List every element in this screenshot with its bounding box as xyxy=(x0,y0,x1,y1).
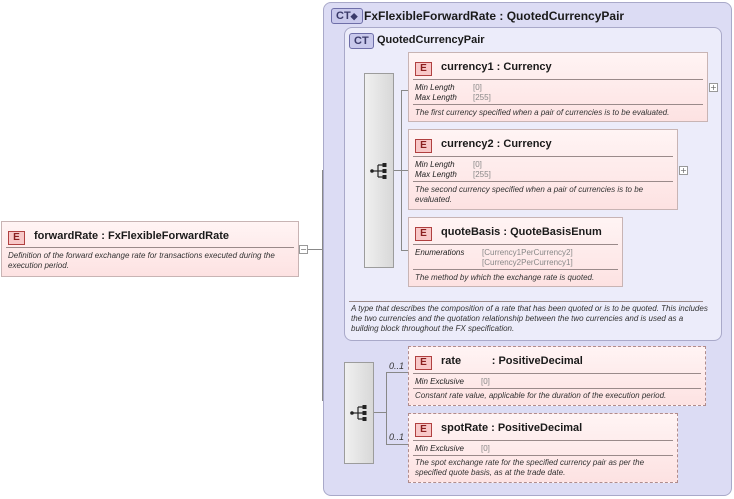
root-element-type: FxFlexibleForwardRate xyxy=(107,230,230,242)
connector-line xyxy=(401,250,408,251)
property-label: Enumerations xyxy=(415,248,465,257)
property-value: [255] xyxy=(473,93,491,102)
property-value: [0] xyxy=(481,377,490,386)
property-label: Min Length xyxy=(415,160,455,169)
property-value: [Currency1PerCurrency2] xyxy=(482,248,573,257)
root-element-doc: Definition of the forward exchange rate … xyxy=(8,251,275,270)
divider xyxy=(413,156,673,157)
element-currency1[interactable]: E currency1 : Currency Min Length [0] Ma… xyxy=(408,52,708,122)
property-label: Max Length xyxy=(415,170,457,179)
connector-line xyxy=(386,372,408,373)
divider xyxy=(413,373,701,374)
property-value: [0] xyxy=(481,444,490,453)
element-title: rate : PositiveDecimal xyxy=(441,355,583,367)
cardinality-label: 0..1 xyxy=(389,432,405,442)
element-rate[interactable]: E rate : PositiveDecimal Min Exclusive [… xyxy=(408,346,706,406)
collapse-toggle[interactable]: − xyxy=(299,245,308,254)
element-title: currency2 : Currency xyxy=(441,138,552,150)
divider xyxy=(413,104,703,105)
property-label: Max Length xyxy=(415,93,457,102)
connector-line xyxy=(374,412,386,413)
complex-type-badge: CT xyxy=(349,33,374,49)
element-title: quoteBasis : QuoteBasisEnum xyxy=(441,226,602,238)
connector-line xyxy=(401,90,408,91)
property-value: [Currency2PerCurrency1] xyxy=(482,258,573,267)
element-badge: E xyxy=(415,62,432,76)
root-element-forwardRate[interactable]: E forwardRate : FxFlexibleForwardRate De… xyxy=(1,221,299,277)
property-label: Min Exclusive xyxy=(415,377,464,386)
property-label: Min Length xyxy=(415,83,455,92)
property-value: [0] xyxy=(473,160,482,169)
element-currency2[interactable]: E currency2 : Currency Min Length [0] Ma… xyxy=(408,129,678,210)
complex-type-badge: CT◆ xyxy=(331,8,363,24)
element-spotRate[interactable]: E spotRate : PositiveDecimal Min Exclusi… xyxy=(408,413,678,483)
element-doc: The method by which the exchange rate is… xyxy=(415,273,595,282)
root-element-name: forwardRate xyxy=(34,230,99,242)
root-element-title: forwardRate : FxFlexibleForwardRate xyxy=(34,230,230,242)
divider xyxy=(413,79,703,80)
element-doc: Constant rate value, applicable for the … xyxy=(415,391,667,400)
sequence-compositor-icon xyxy=(370,163,387,179)
divider xyxy=(413,269,618,270)
expand-toggle[interactable]: + xyxy=(709,83,718,92)
element-badge: E xyxy=(415,227,432,241)
divider xyxy=(413,455,673,456)
element-doc: The second currency specified when a pai… xyxy=(415,185,644,204)
expand-toggle[interactable]: + xyxy=(679,166,688,175)
connector-line xyxy=(386,372,387,444)
sequence-compositor[interactable] xyxy=(344,362,374,464)
sequence-compositor-icon xyxy=(350,405,367,421)
property-value: [255] xyxy=(473,170,491,179)
property-value: [0] xyxy=(473,83,482,92)
connector-line xyxy=(322,170,323,400)
element-badge: E xyxy=(415,356,432,370)
complex-type-title: QuotedCurrencyPair xyxy=(377,34,485,46)
divider xyxy=(413,388,701,389)
divider xyxy=(413,440,673,441)
cardinality-label: 0..1 xyxy=(389,361,405,371)
diamond-icon: ◆ xyxy=(350,11,358,21)
sequence-compositor[interactable] xyxy=(364,73,394,268)
complex-type-title: FxFlexibleForwardRate : QuotedCurrencyPa… xyxy=(364,9,625,23)
element-doc: The spot exchange rate for the specified… xyxy=(415,458,645,477)
divider xyxy=(349,301,703,302)
element-doc: The first currency specified when a pair… xyxy=(415,108,670,117)
element-title: spotRate : PositiveDecimal xyxy=(441,422,583,434)
property-label: Min Exclusive xyxy=(415,444,464,453)
complex-type-doc: A type that describes the composition of… xyxy=(351,304,708,333)
element-badge: E xyxy=(415,139,432,153)
element-quoteBasis[interactable]: E quoteBasis : QuoteBasisEnum Enumeratio… xyxy=(408,217,623,287)
connector-line xyxy=(386,444,408,445)
connector-line xyxy=(401,90,402,250)
element-title: currency1 : Currency xyxy=(441,61,552,73)
element-badge: E xyxy=(415,423,432,437)
divider xyxy=(413,181,673,182)
divider xyxy=(6,247,294,248)
element-badge: E xyxy=(8,231,25,245)
divider xyxy=(413,244,618,245)
